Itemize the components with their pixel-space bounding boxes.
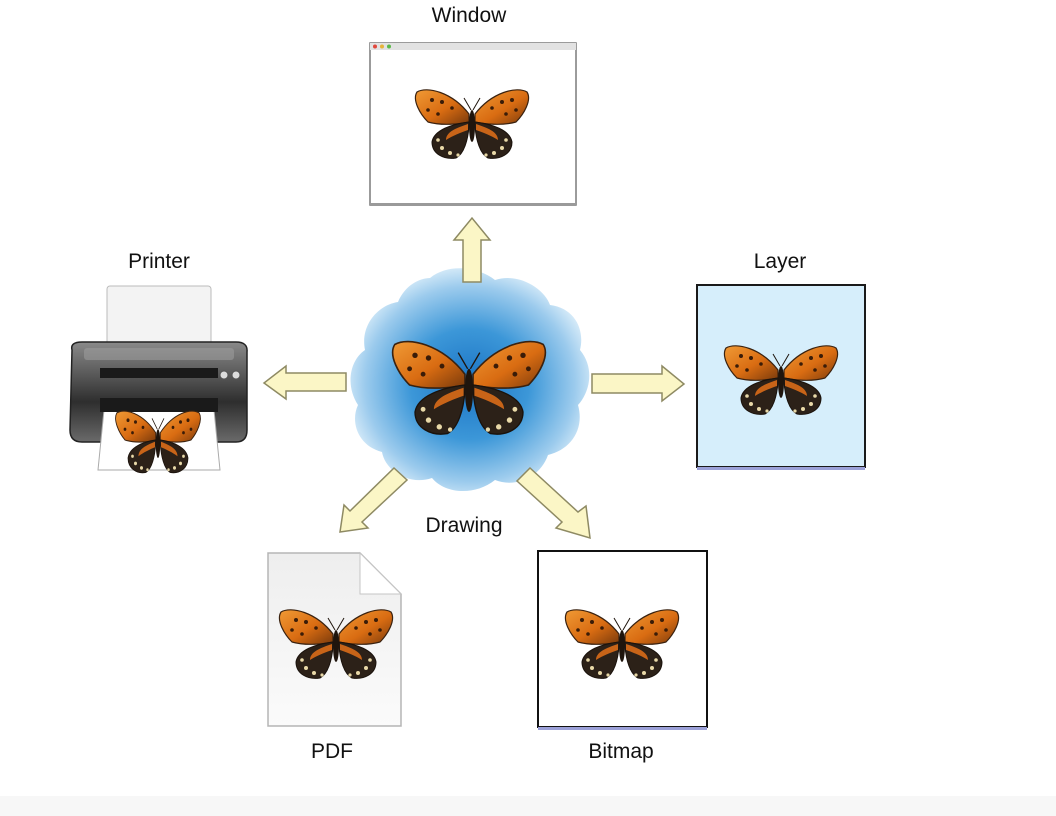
- bottom-band: [0, 796, 1056, 816]
- window-thumbnail: [369, 42, 577, 206]
- pdf-label: PDF: [311, 740, 353, 763]
- printer-button: [231, 370, 241, 380]
- layer-label: Layer: [753, 250, 807, 273]
- bitmap-label: Bitmap: [588, 740, 654, 763]
- printer-label: Printer: [128, 250, 190, 273]
- window-zoom-dot: [387, 44, 391, 49]
- bitmap-thumbnail: [537, 550, 708, 730]
- printer-button: [219, 370, 229, 380]
- drawing-label: Drawing: [425, 514, 503, 537]
- window-minimize-dot: [380, 44, 384, 49]
- layer-thumbnail: [696, 284, 866, 470]
- pdf-document-icon: [267, 551, 403, 727]
- drawing-cloud: [350, 268, 590, 492]
- arrow-to-pdf: [339, 466, 409, 533]
- arrow-to-window: [452, 216, 492, 283]
- printer-icon: [69, 285, 248, 474]
- arrow-to-printer: [262, 364, 347, 401]
- window-close-dot: [373, 44, 377, 49]
- arrow-to-layer: [591, 364, 686, 403]
- window-label: Window: [431, 4, 507, 27]
- arrow-to-bitmap: [515, 466, 591, 540]
